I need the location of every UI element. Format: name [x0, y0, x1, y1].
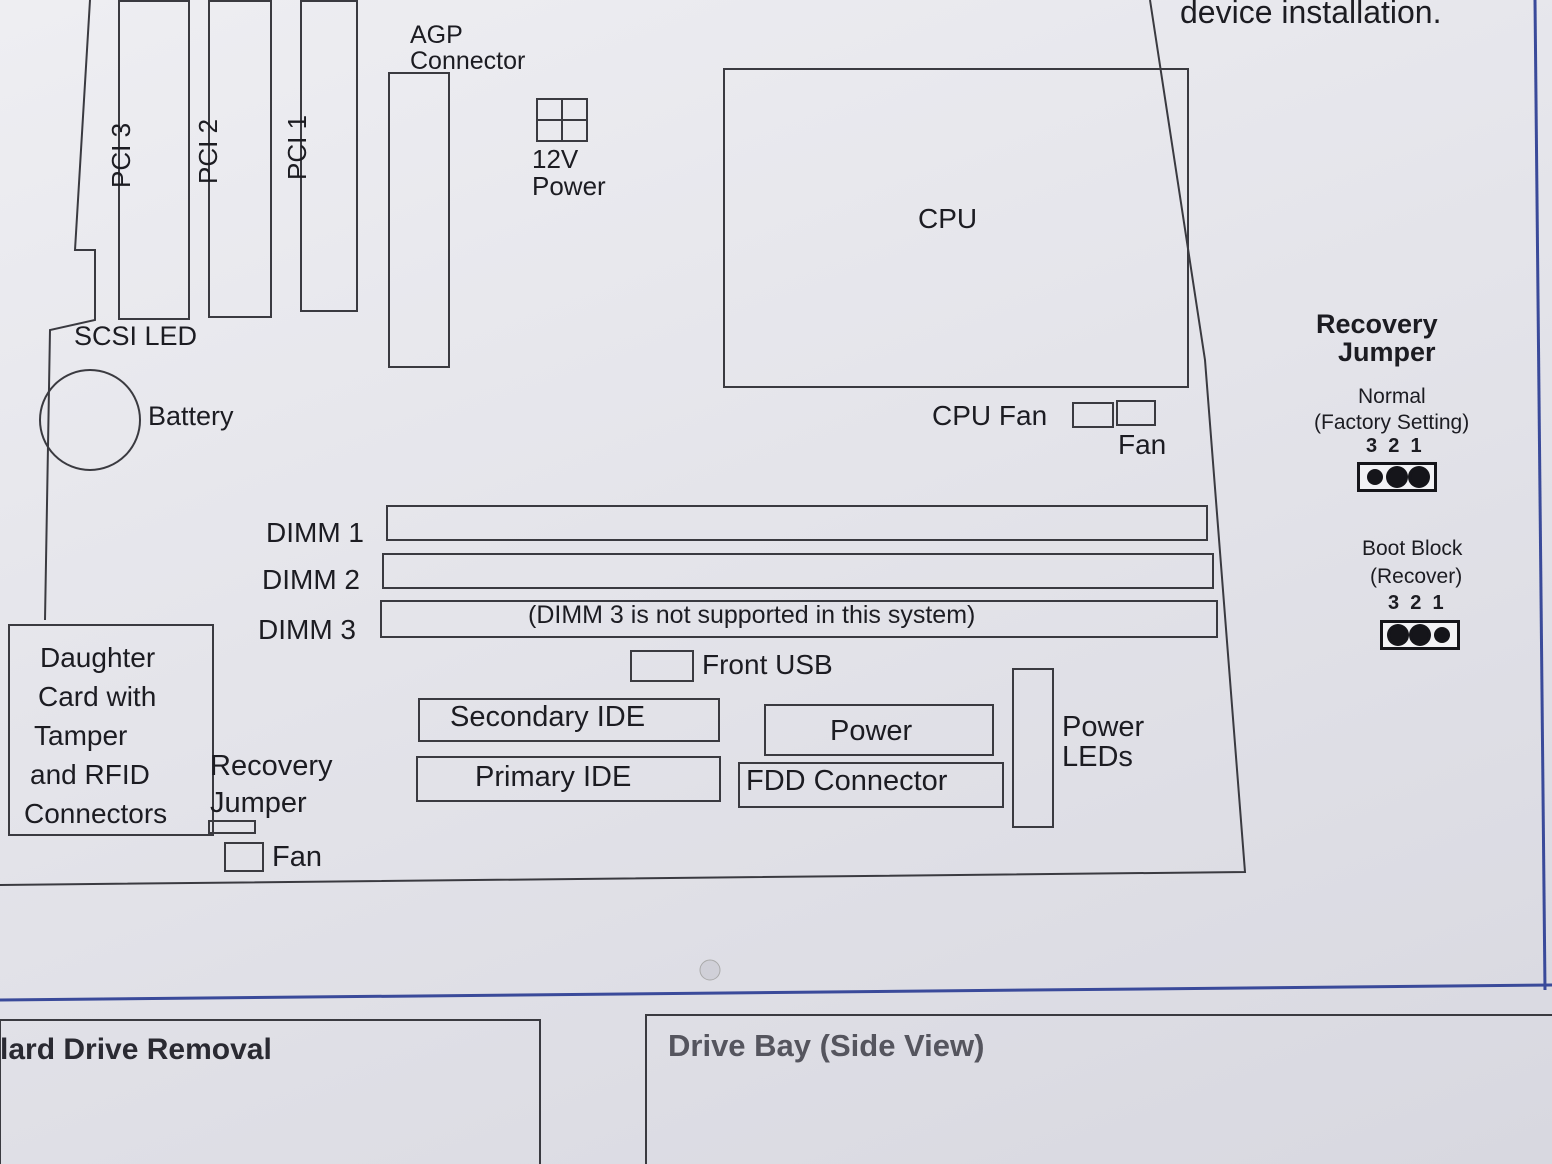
- title-line2: Jumper: [1338, 337, 1436, 368]
- agp-slot: [388, 72, 450, 368]
- battery-label: Battery: [148, 401, 234, 431]
- power-12v-connector: [536, 98, 588, 142]
- pci2-slot: [208, 0, 272, 318]
- dimm2-slot: [382, 553, 1214, 589]
- dimm1-slot: [386, 505, 1208, 541]
- dimm3-label: DIMM 3: [258, 614, 356, 645]
- dc-line: Tamper: [34, 720, 128, 751]
- pin-icon: [1411, 469, 1427, 485]
- agp-label-line1: AGP: [410, 21, 463, 49]
- pci3-label: PCI 3: [106, 122, 136, 188]
- header-text: device installation.: [1180, 0, 1442, 30]
- pci2-label: PCI 2: [193, 118, 223, 184]
- fdd-label: FDD Connector: [746, 765, 948, 797]
- rj-line: Jumper: [210, 787, 307, 819]
- power-12v-line1: 12V: [532, 144, 579, 174]
- pin-icon: [1412, 627, 1428, 643]
- pin-icon: [1367, 469, 1383, 485]
- fan-connector-bottom: [224, 842, 264, 872]
- dimm3-slot: [380, 600, 1218, 638]
- secondary-ide-label: Secondary IDE: [450, 701, 646, 733]
- factory-setting-label: (Factory Setting): [1314, 411, 1470, 434]
- pci1-slot: [300, 0, 358, 312]
- fan-bottom-label: Fan: [272, 841, 322, 873]
- rj-line: Recovery: [210, 750, 333, 782]
- power-leds-connector: [1012, 668, 1054, 828]
- scsi-led-label: SCSI LED: [74, 321, 198, 351]
- power-label: Power: [830, 715, 913, 747]
- cpu-label: CPU: [918, 203, 978, 234]
- primary-ide-label: Primary IDE: [475, 761, 632, 793]
- secondary-ide-connector: [418, 698, 720, 742]
- daughter-card: [8, 624, 214, 836]
- dc-line: and RFID: [30, 759, 150, 790]
- dimm3-note: (DIMM 3 is not supported in this system): [528, 601, 976, 629]
- front-usb-label: Front USB: [702, 649, 833, 680]
- fan-top-label: Fan: [1118, 429, 1167, 460]
- cpu-socket: [723, 68, 1189, 388]
- dc-line: Card with: [38, 681, 157, 712]
- cpu-fan-label: CPU Fan: [932, 400, 1048, 431]
- pin-icon: [1389, 469, 1405, 485]
- boot-block-label: Boot Block: [1362, 537, 1463, 560]
- hard-drive-removal-title: lard Drive Removal: [0, 1033, 272, 1066]
- pci3-slot: [118, 0, 190, 320]
- cpu-fan-connector: [1072, 402, 1114, 428]
- recovery-jumper-bottom: [208, 820, 256, 834]
- jumper-recover: [1380, 620, 1460, 650]
- normal-label: Normal: [1358, 385, 1426, 408]
- jumper-normal: [1357, 462, 1437, 492]
- pin-icon: [1434, 627, 1450, 643]
- daughter-card-label: Daughter Card with Tamper and RFID Conne…: [24, 638, 167, 833]
- pins-label-recover: 3 2 1: [1388, 592, 1444, 614]
- agp-label-line2: Connector: [410, 47, 526, 76]
- pl-line: Power: [1062, 711, 1145, 743]
- drive-bay-title: Drive Bay (Side View): [668, 1028, 985, 1063]
- pins-label-normal: 3 2 1: [1366, 435, 1422, 457]
- power-12v-line2: Power: [532, 171, 606, 202]
- dimm1-label: DIMM 1: [266, 517, 364, 548]
- recover-label: (Recover): [1370, 565, 1463, 588]
- pl-line: LEDs: [1062, 741, 1133, 774]
- fan-connector-top: [1116, 400, 1156, 426]
- pci1-label: PCI 1: [282, 114, 312, 180]
- dc-line: Connectors: [24, 798, 168, 829]
- primary-ide-connector: [416, 756, 721, 802]
- title-line1: Recovery: [1316, 309, 1438, 339]
- power-connector: [764, 704, 994, 756]
- pin-icon: [1390, 627, 1406, 643]
- front-usb-connector: [630, 650, 694, 682]
- dc-line: Daughter: [40, 642, 156, 673]
- dimm2-label: DIMM 2: [262, 564, 360, 595]
- fdd-connector: [738, 762, 1004, 808]
